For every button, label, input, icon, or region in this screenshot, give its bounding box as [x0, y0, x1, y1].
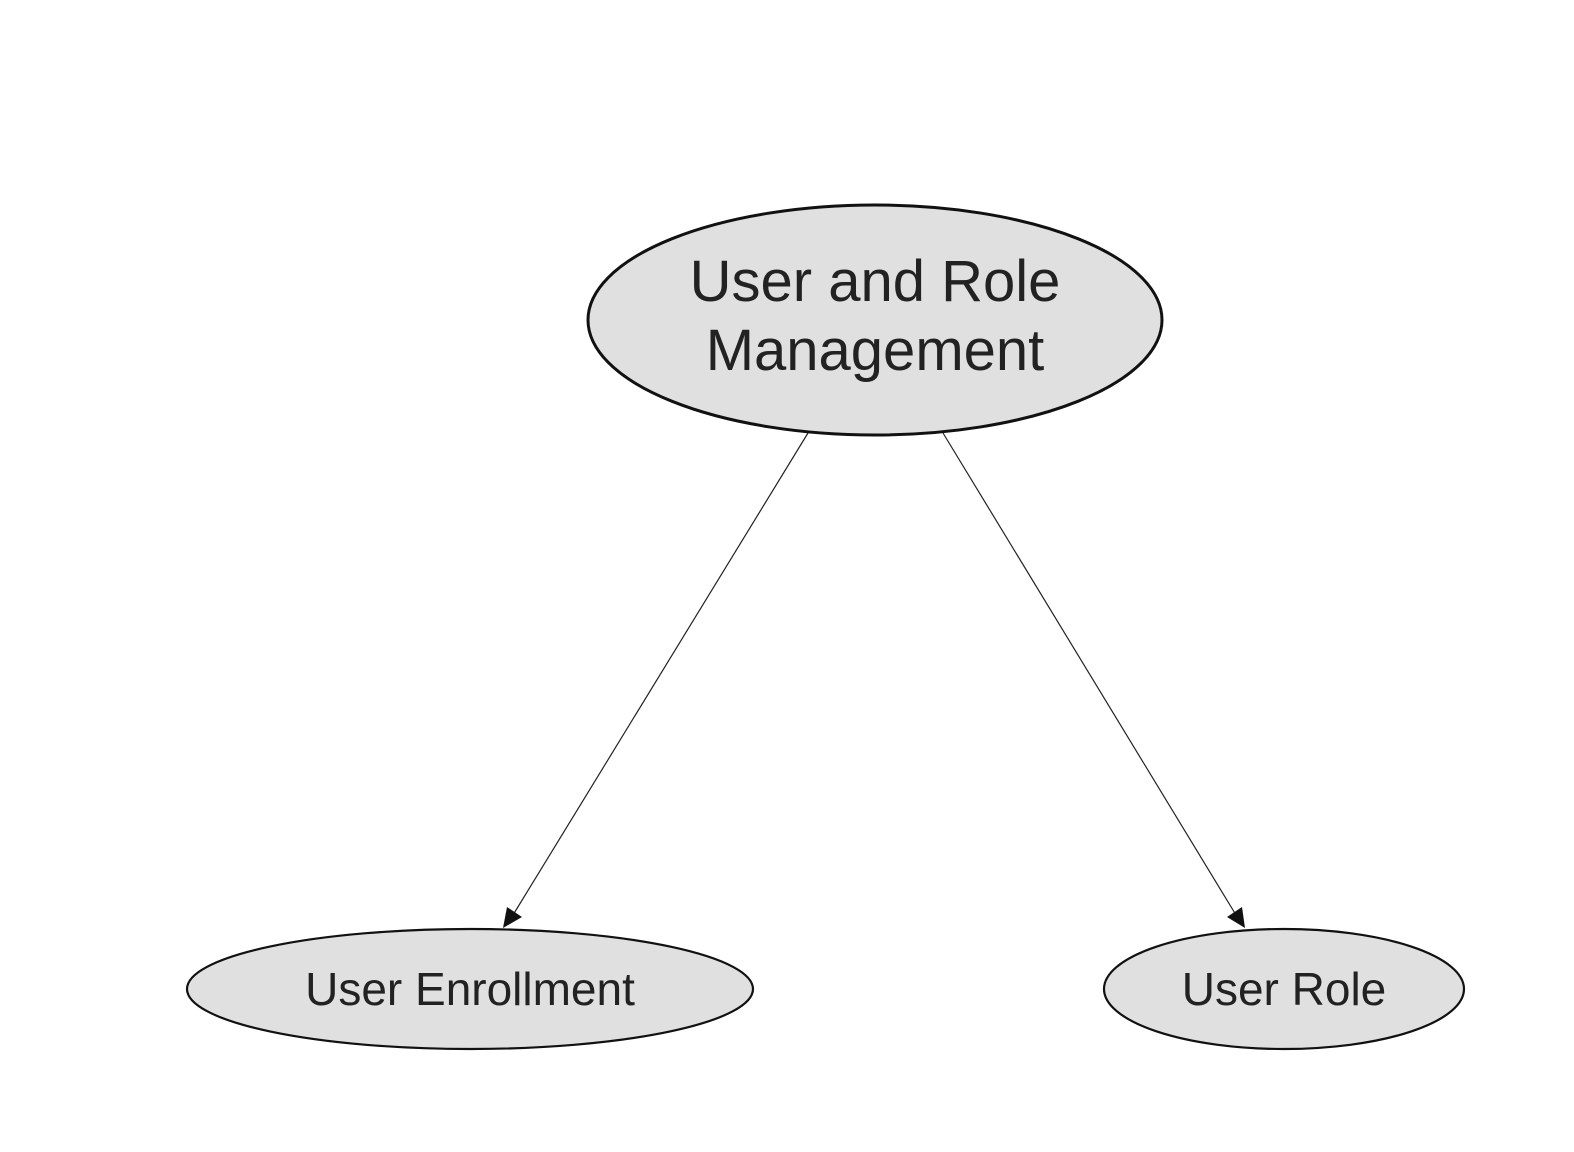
edge-root-to-user-enrollment: [503, 432, 809, 928]
root-node-label-line1: User and Role: [690, 249, 1061, 314]
node-user-role[interactable]: User Role: [1102, 927, 1466, 1051]
user-enrollment-label: User Enrollment: [305, 963, 635, 1015]
node-user-and-role-management[interactable]: User and Role Management: [586, 203, 1164, 437]
edge-root-to-user-role: [942, 432, 1245, 928]
root-node-ellipse: [586, 203, 1164, 437]
user-enrollment-ellipse: [185, 927, 755, 1051]
edge-line: [942, 432, 1237, 916]
user-role-label: User Role: [1182, 963, 1387, 1015]
edge-line: [512, 432, 809, 916]
user-role-ellipse: [1102, 927, 1466, 1051]
node-user-enrollment[interactable]: User Enrollment: [185, 927, 755, 1051]
root-node-label-line2: Management: [706, 318, 1045, 383]
arrowhead-icon: [503, 907, 522, 928]
arrowhead-icon: [1227, 907, 1245, 928]
